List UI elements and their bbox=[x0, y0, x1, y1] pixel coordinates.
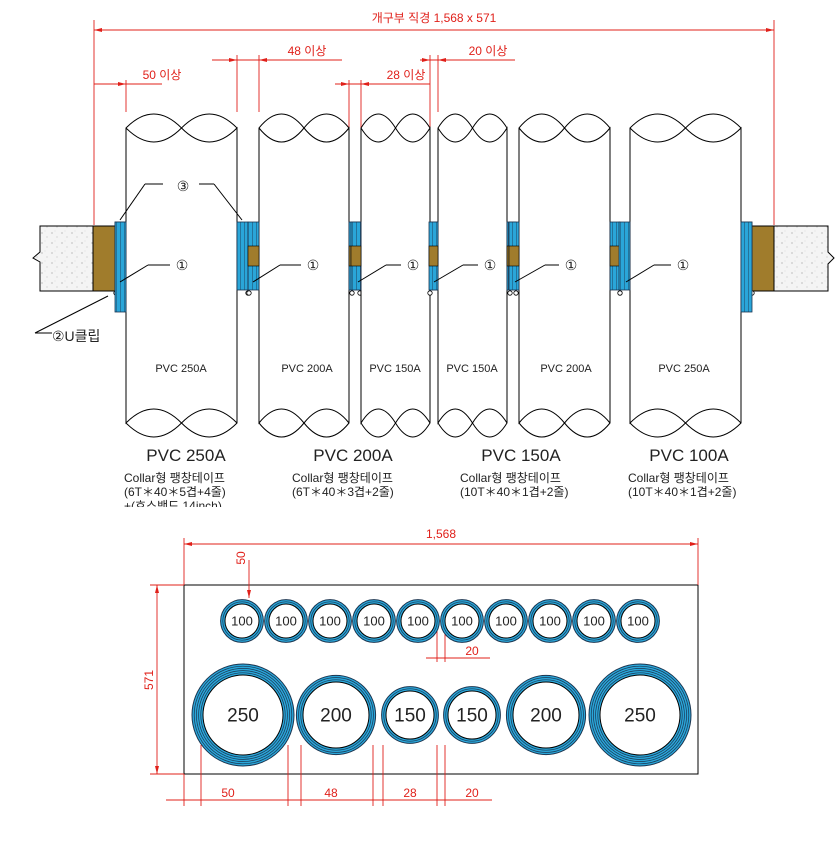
pipe-body bbox=[113, 113, 251, 438]
pipe-section: 100 bbox=[308, 599, 352, 643]
pipe-size-label: 250 bbox=[624, 706, 656, 727]
plan-gap-20: 20 bbox=[465, 644, 479, 658]
pipe-section: 100 bbox=[440, 599, 484, 643]
callout-1: ① bbox=[565, 257, 578, 273]
group-title: PVC 100A bbox=[649, 446, 729, 465]
pipe-section: 100 bbox=[396, 599, 440, 643]
pipe-section: 100 bbox=[572, 599, 616, 643]
pipe-size-label: 100 bbox=[451, 614, 473, 629]
plan-width: 1,568 bbox=[426, 527, 456, 541]
pipe-label: PVC 150A bbox=[369, 363, 421, 375]
pipe-body bbox=[617, 113, 755, 438]
pipe-section: 100 bbox=[484, 599, 528, 643]
pipe-body bbox=[507, 113, 623, 438]
overall-dimension: 개구부 직경 1,568 x 571 bbox=[372, 11, 497, 25]
callout-1: ① bbox=[307, 257, 320, 273]
plan-top-gap: 50 bbox=[234, 551, 248, 565]
callouts: ③ ① ① ① ① ① ① ②U클립 bbox=[34, 178, 690, 344]
pipe-label: PVC 250A bbox=[658, 363, 710, 375]
pipe-size-label: 100 bbox=[231, 614, 253, 629]
small-pipe-row: 100 100 100 100 100 100 100 100 100 100 bbox=[220, 599, 660, 643]
wall-right bbox=[751, 225, 835, 292]
pipe-inner-labels: PVC 250A PVC 200A PVC 150A PVC 150A PVC … bbox=[155, 363, 710, 375]
dim-28: 28 이상 bbox=[387, 68, 426, 82]
pipe-body bbox=[427, 113, 519, 438]
pipe-size-label: 100 bbox=[495, 614, 517, 629]
top-dimensions: 개구부 직경 1,568 x 571 50 이상 48 이상 28 이상 20 … bbox=[93, 11, 775, 225]
pipe-size-label: 150 bbox=[394, 706, 426, 727]
plan-bottom-50: 50 bbox=[221, 786, 235, 800]
group-specs: PVC 250A Collar형 팽창테이프 (6T＊40＊5겹+4줄) +(호… bbox=[124, 446, 736, 513]
plan-bottom-20: 20 bbox=[465, 786, 479, 800]
wall-left bbox=[32, 225, 116, 292]
pipe-elevations bbox=[113, 113, 755, 438]
group-spec: Collar형 팽창테이프 bbox=[460, 471, 561, 485]
group-title: PVC 200A bbox=[313, 446, 393, 465]
dim-20: 20 이상 bbox=[469, 44, 508, 58]
dim-50: 50 이상 bbox=[143, 68, 182, 82]
pipe-size-label: 100 bbox=[275, 614, 297, 629]
callout-1: ① bbox=[677, 257, 690, 273]
group-spec: Collar형 팽창테이프 bbox=[628, 471, 729, 485]
pipe-section: 100 bbox=[220, 599, 264, 643]
pipe-section: 250 bbox=[191, 663, 295, 767]
pipe-section: 200 bbox=[505, 674, 587, 756]
pipe-section: 100 bbox=[616, 599, 660, 643]
group-title: PVC 150A bbox=[481, 446, 561, 465]
group-spec: Collar형 팽창테이프 bbox=[292, 471, 393, 485]
callout-3: ③ bbox=[177, 178, 190, 194]
pipe-size-label: 150 bbox=[456, 706, 488, 727]
pipe-label: PVC 250A bbox=[155, 363, 207, 375]
pipe-label: PVC 200A bbox=[540, 363, 592, 375]
large-pipe-row: 250 200 150 150 200 250 bbox=[191, 663, 692, 767]
pipe-size-label: 100 bbox=[583, 614, 605, 629]
group-spec: (10T＊40＊1겹+2줄) bbox=[628, 485, 736, 499]
pipe-section: 100 bbox=[264, 599, 308, 643]
pipe-size-label: 200 bbox=[530, 706, 562, 727]
plan-height: 571 bbox=[142, 670, 156, 690]
pipe-size-label: 200 bbox=[320, 706, 352, 727]
callout-1: ① bbox=[176, 257, 189, 273]
pipe-section: 150 bbox=[443, 686, 501, 744]
dim-48: 48 이상 bbox=[288, 44, 327, 58]
pipe-size-label: 250 bbox=[227, 706, 259, 727]
plan-bottom-48: 48 bbox=[324, 786, 338, 800]
plan-bottom-28: 28 bbox=[403, 786, 417, 800]
callout-1: ① bbox=[484, 257, 497, 273]
pipe-body bbox=[349, 113, 443, 438]
collar-tape bbox=[740, 221, 753, 313]
group-spec: (10T＊40＊1겹+2줄) bbox=[460, 485, 568, 499]
group-spec: (6T＊40＊5겹+4줄) bbox=[124, 485, 226, 499]
callout-1: ① bbox=[407, 257, 420, 273]
pipe-label: PVC 150A bbox=[446, 363, 498, 375]
pipe-section: 100 bbox=[352, 599, 396, 643]
group-title: PVC 250A bbox=[146, 446, 226, 465]
pipe-size-label: 100 bbox=[407, 614, 429, 629]
pipe-size-label: 100 bbox=[319, 614, 341, 629]
pipe-size-label: 100 bbox=[539, 614, 561, 629]
pipe-section: 100 bbox=[528, 599, 572, 643]
pipe-size-label: 100 bbox=[627, 614, 649, 629]
group-spec: Collar형 팽창테이프 bbox=[124, 471, 225, 485]
collar-tape bbox=[114, 221, 127, 313]
pipe-label: PVC 200A bbox=[281, 363, 333, 375]
pipe-section: 250 bbox=[588, 663, 692, 767]
pipe-size-label: 100 bbox=[363, 614, 385, 629]
pipe-section: 200 bbox=[295, 674, 377, 756]
callout-2-u-clip: ②U클립 bbox=[52, 328, 100, 344]
pipe-section: 150 bbox=[381, 686, 439, 744]
group-spec: (6T＊40＊3겹+2줄) bbox=[292, 485, 394, 499]
